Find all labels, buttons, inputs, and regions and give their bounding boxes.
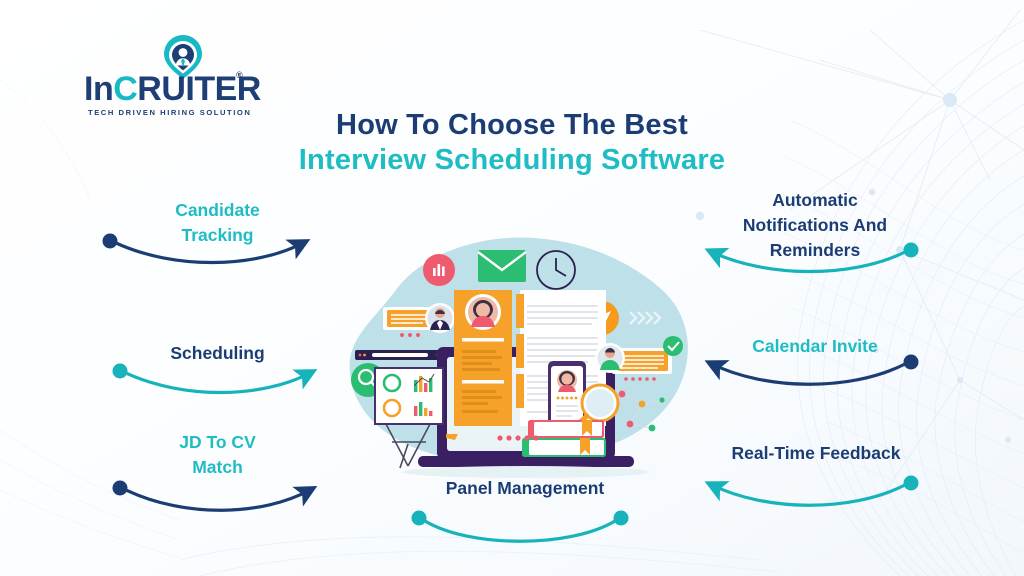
label-panel-management: Panel Management: [395, 476, 655, 501]
envelope-icon: [477, 250, 527, 282]
resume-document: [454, 290, 524, 426]
label-real-time-feedback: Real-Time Feedback: [696, 441, 936, 466]
label-calendar-invite-line1: Calendar Invite: [752, 336, 878, 356]
label-calendar-invite: Calendar Invite: [700, 334, 930, 359]
location-pin-person-icon: [164, 35, 202, 79]
arrow-real-time-feedback: [704, 475, 919, 507]
brand-logo[interactable]: InCRUITER ® TECH DRIVEN HIRING SOLUTION: [84, 34, 261, 117]
logo-text-uiter: UITER: [161, 70, 261, 108]
chevrons-decor-right: [629, 311, 662, 325]
stars-left: [400, 333, 420, 337]
illustration-shadow: [402, 466, 650, 478]
stacked-books: [522, 420, 606, 457]
review-card-left: [383, 303, 455, 337]
label-automatic-notifications: Automatic Notifications And Reminders: [700, 188, 930, 263]
label-automatic-notifications-line2: Notifications And: [742, 215, 888, 235]
review-card-right: [595, 336, 683, 381]
arrow-panel-management: [411, 510, 629, 543]
page-title: How To Choose The Best Interview Schedul…: [0, 108, 1024, 178]
easel-bar-chart-bottom: [414, 402, 433, 416]
verified-check-badge: [663, 336, 683, 356]
logo-text-in: In: [84, 70, 114, 108]
stars-right: [624, 377, 656, 381]
clock-icon: [536, 250, 576, 290]
logo-wordmark: InCRUITER: [84, 72, 261, 106]
label-jd-to-cv-match-line2: Match: [192, 457, 243, 477]
bar-chart-badge-icon: [423, 254, 455, 286]
label-automatic-notifications-line1: Automatic: [772, 190, 858, 210]
title-line-1: How To Choose The Best: [336, 109, 688, 141]
registered-trademark-icon: ®: [236, 70, 243, 80]
label-scheduling: Scheduling: [110, 341, 325, 366]
label-real-time-feedback-line1: Real-Time Feedback: [731, 443, 901, 463]
label-scheduling-line1: Scheduling: [170, 343, 265, 363]
smartphone-profile-card: [548, 361, 586, 429]
logo-text-c: C: [113, 70, 138, 108]
label-panel-management-line1: Panel Management: [445, 478, 605, 498]
browser-bar-decor: [355, 350, 443, 360]
magnifying-glass: [570, 383, 620, 431]
arrow-scheduling: [112, 363, 318, 395]
arrow-jd-to-cv-match: [112, 480, 318, 512]
presentation-easel-chart: [374, 367, 444, 469]
network-dots: [618, 390, 665, 432]
label-candidate-tracking-line2: Tracking: [181, 225, 254, 245]
phone-rating-stars: [556, 396, 578, 400]
logo-tagline: TECH DRIVEN HIRING SOLUTION: [88, 108, 252, 117]
title-line-2: Interview Scheduling Software: [298, 144, 726, 176]
label-automatic-notifications-line3: Reminders: [769, 240, 861, 260]
easel-bar-chart-top: [413, 373, 435, 392]
label-jd-to-cv-match-line1: JD To CV: [179, 432, 256, 452]
interview-scheduling-illustration: [349, 237, 688, 478]
label-candidate-tracking: Candidate Tracking: [110, 198, 325, 248]
laptop-screen-footer: [446, 434, 539, 441]
logo-text-r: R: [137, 70, 162, 108]
label-jd-to-cv-match: JD To CV Match: [110, 430, 325, 480]
label-candidate-tracking-line1: Candidate: [175, 200, 260, 220]
